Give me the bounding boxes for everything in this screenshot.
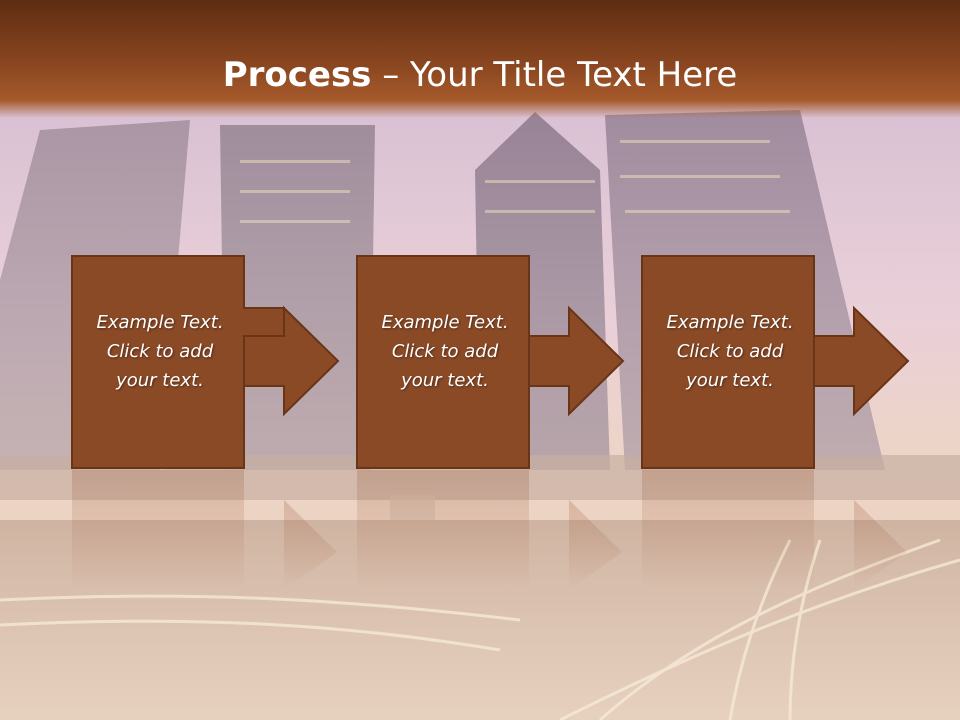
- process-step-1[interactable]: Example Text. Click to add your text.: [71, 255, 342, 469]
- right-arrow-icon: [813, 305, 910, 417]
- step-2-text[interactable]: Example Text. Click to add your text.: [381, 312, 509, 391]
- step-1-reflection: [72, 470, 342, 590]
- step-shape: [356, 255, 530, 469]
- right-arrow-icon: [243, 305, 340, 417]
- step-2-reflection: [357, 470, 627, 590]
- title-rest-text: – Your Title Text Here: [371, 55, 738, 95]
- title-band: [0, 0, 960, 118]
- right-arrow-icon: [528, 305, 625, 417]
- process-step-3[interactable]: Example Text. Click to add your text.: [641, 255, 912, 469]
- step-3-text[interactable]: Example Text. Click to add your text.: [666, 312, 794, 391]
- step-1-text[interactable]: Example Text. Click to add your text.: [96, 312, 224, 391]
- step-shape: [641, 255, 815, 469]
- title-bold-text: Process: [222, 55, 372, 95]
- slide-title[interactable]: Process – Your Title Text Here: [0, 50, 960, 100]
- step-3-reflection: [642, 470, 912, 590]
- process-step-2[interactable]: Example Text. Click to add your text.: [356, 255, 627, 469]
